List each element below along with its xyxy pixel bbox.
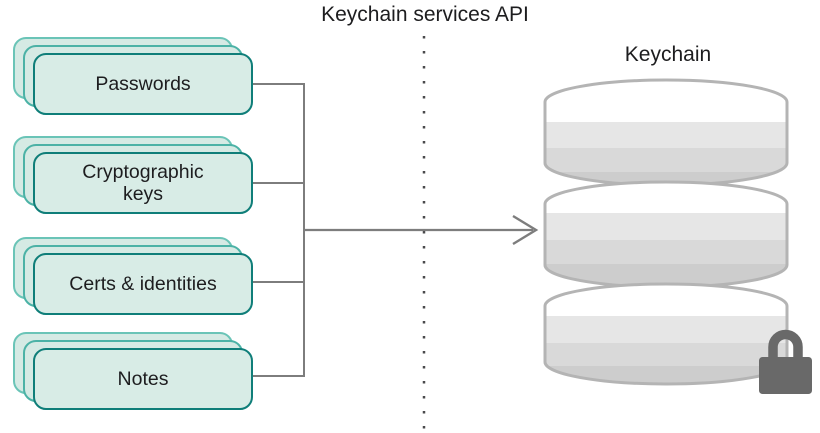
card-label-cryptographic-keys: Cryptographic keys [82,160,204,205]
arrow-head-icon [512,214,539,246]
card-label-passwords: Passwords [95,72,191,95]
db-segment-middle [545,182,787,287]
arrow-to-keychain [304,214,539,246]
card-passwords[interactable]: Passwords [33,53,253,115]
lock-icon [759,329,812,394]
keychain-label: Keychain [624,43,712,66]
card-group-passwords: Passwords [13,37,268,117]
db-segment-top [545,80,787,185]
card-certs-identities[interactable]: Certs & identities [33,253,253,315]
card-cryptographic-keys[interactable]: Cryptographic keys [33,152,253,214]
api-title: Keychain services API [321,3,529,26]
database-icon [543,78,789,386]
db-segment-bottom [545,284,787,384]
card-label-certs-identities: Certs & identities [69,272,217,295]
card-notes[interactable]: Notes [33,348,253,410]
card-group-notes: Notes [13,332,268,412]
card-group-cryptographic-keys: Cryptographic keys [13,136,268,216]
card-group-certs-identities: Certs & identities [13,237,268,317]
card-label-notes: Notes [117,367,169,390]
